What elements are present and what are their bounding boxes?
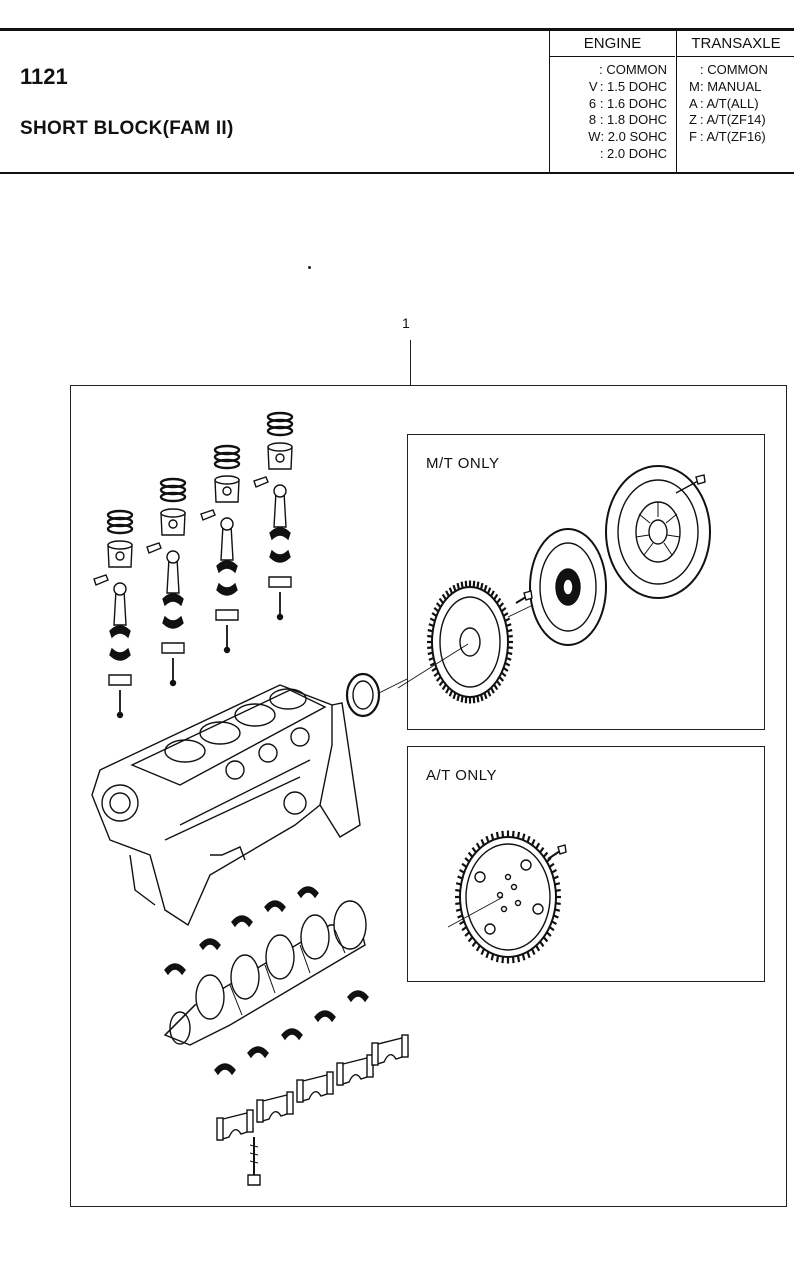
rear-oil-seal xyxy=(345,672,416,718)
transaxle-heading: TRANSAXLE xyxy=(677,31,794,57)
engine-heading: ENGINE xyxy=(550,31,675,57)
cylinder-block xyxy=(91,684,361,927)
transaxle-row: : COMMON xyxy=(700,62,768,77)
piston-assembly xyxy=(93,509,134,719)
transaxle-row: M: MANUAL xyxy=(689,78,762,94)
page-code: 1121 xyxy=(20,64,68,89)
bearing-shell xyxy=(297,886,319,899)
bearing-shell xyxy=(214,1063,236,1076)
engine-legend: ENGINE : COMMON V: 1.5 DOHC 6: 1.6 DOHC … xyxy=(549,31,675,172)
bearing-shell xyxy=(199,938,221,951)
transaxle-legend: TRANSAXLE : COMMON M: MANUAL A: A/T(ALL)… xyxy=(676,31,794,172)
engine-row: W: 2.0 SOHC xyxy=(588,129,667,145)
flexplate-bolt xyxy=(547,844,567,860)
bearing-shell xyxy=(164,963,186,976)
part-callout-number: 1 xyxy=(402,315,410,331)
diagram-frame xyxy=(70,385,787,1207)
bearing-shell xyxy=(281,1028,303,1041)
engine-row: V: 1.5 DOHC xyxy=(588,78,667,94)
bearing-shell xyxy=(347,990,369,1003)
header-bottom-rule xyxy=(0,172,794,174)
stray-dot xyxy=(308,266,311,269)
at-only-panel: A/T ONLY xyxy=(407,746,765,982)
piston-assembly xyxy=(253,411,294,621)
main-cap-bolt xyxy=(247,1137,261,1186)
mt-only-panel: M/T ONLY xyxy=(397,434,765,730)
page-title: SHORT BLOCK(FAM II) xyxy=(20,118,234,139)
bearing-shell xyxy=(231,915,253,928)
flywheel-bolt xyxy=(515,590,533,604)
engine-row: 8: 1.8 DOHC xyxy=(588,112,667,128)
transaxle-row: A: A/T(ALL) xyxy=(689,95,759,111)
bearing-shells-and-caps xyxy=(164,886,409,1141)
flexplate xyxy=(447,830,561,964)
crankshaft xyxy=(163,900,367,1046)
piston-assembly xyxy=(146,477,187,687)
piston-rod-assemblies xyxy=(93,411,294,719)
short-block-exploded-illustration xyxy=(91,411,416,1186)
engine-row: : 2.0 DOHC xyxy=(599,145,667,161)
at-only-label: A/T ONLY xyxy=(426,767,497,784)
flywheel-clutch-illustration xyxy=(397,465,711,704)
header-top-rule xyxy=(0,28,794,31)
flywheel xyxy=(397,580,513,704)
pressure-plate xyxy=(605,465,711,599)
bearing-shell xyxy=(314,1010,336,1023)
engine-row: : COMMON xyxy=(599,62,667,77)
bearing-shell xyxy=(247,1046,269,1059)
engine-row: 6: 1.6 DOHC xyxy=(588,95,667,111)
piston-assembly xyxy=(200,444,241,654)
part-callout-leader xyxy=(410,340,411,385)
mt-only-label: M/T ONLY xyxy=(426,455,500,472)
clutch-disc xyxy=(507,528,607,646)
bearing-shell xyxy=(264,900,286,913)
transaxle-row: Z: A/T(ZF14) xyxy=(689,112,766,128)
transaxle-row: F: A/T(ZF16) xyxy=(689,129,766,145)
flexplate-illustration xyxy=(447,830,567,964)
